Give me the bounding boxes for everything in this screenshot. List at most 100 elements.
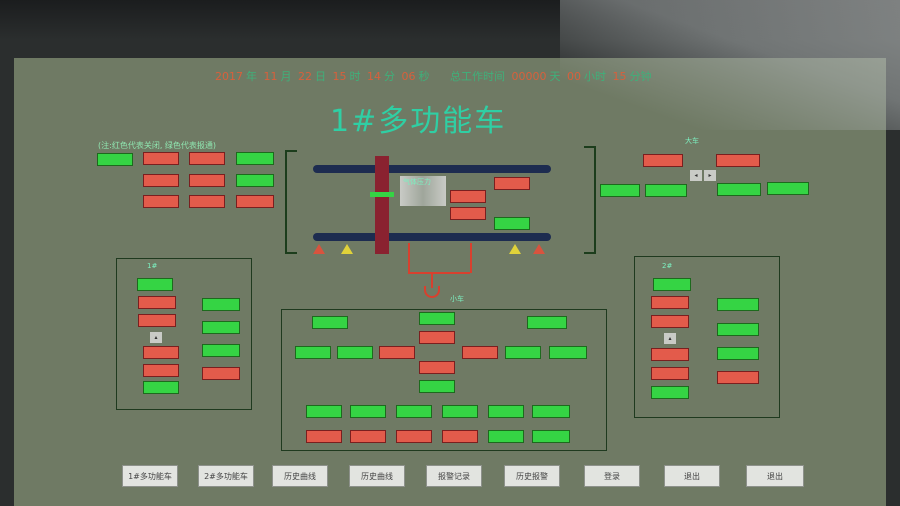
status-indicator xyxy=(450,207,486,220)
status-indicator xyxy=(202,367,240,380)
left-panel-label: 1# xyxy=(147,262,158,270)
status-indicator xyxy=(189,174,225,187)
status-indicator xyxy=(143,152,179,165)
arrow-icon: ▴ xyxy=(664,333,676,344)
status-indicator xyxy=(350,405,386,418)
status-indicator xyxy=(143,174,179,187)
status-indicator xyxy=(312,316,348,329)
bracket-right xyxy=(584,146,596,254)
hours-unit: 小时 xyxy=(584,70,606,83)
status-indicator xyxy=(236,195,274,208)
status-indicator xyxy=(442,430,478,443)
status-indicator xyxy=(532,405,570,418)
status-indicator xyxy=(202,344,240,357)
limit-triangle xyxy=(533,244,545,254)
status-indicator xyxy=(717,298,759,311)
glare-area xyxy=(560,0,900,130)
hook-cable xyxy=(408,243,472,273)
status-indicator xyxy=(488,430,524,443)
status-indicator xyxy=(189,195,225,208)
status-indicator xyxy=(767,182,809,195)
status-indicator xyxy=(143,364,179,377)
arrow-left-icon: ◂ xyxy=(690,170,702,181)
status-indicator xyxy=(651,296,689,309)
status-indicator xyxy=(651,348,689,361)
status-indicator xyxy=(717,371,759,384)
nav-history-curve-button[interactable]: 历史曲线 xyxy=(272,465,328,487)
crane-girder xyxy=(375,156,389,254)
dayche-label: 大车 xyxy=(685,137,699,145)
nav-car2-button[interactable]: 2#多功能车 xyxy=(198,465,254,487)
status-indicator xyxy=(653,278,691,291)
arrow-right-icon: ▸ xyxy=(704,170,716,181)
status-indicator xyxy=(143,195,179,208)
nav-history-curve2-button[interactable]: 历史曲线 xyxy=(349,465,405,487)
status-indicator xyxy=(645,184,687,197)
status-indicator xyxy=(549,346,587,359)
status-indicator xyxy=(396,430,432,443)
gas-pressure-label: 气体压力 xyxy=(403,178,431,186)
nav-exit-button[interactable]: 退出 xyxy=(746,465,804,487)
status-indicator xyxy=(488,405,524,418)
clock-day: 22 xyxy=(298,70,312,83)
clock-hour: 15 xyxy=(332,70,347,83)
month-unit: 月 xyxy=(280,70,292,83)
bracket-left xyxy=(285,150,297,254)
trolley-marker xyxy=(370,192,394,197)
nav-history-alarm-button[interactable]: 历史报警 xyxy=(504,465,560,487)
second-unit: 秒 xyxy=(418,70,430,83)
status-indicator xyxy=(138,314,176,327)
crane-rail-bottom xyxy=(313,233,551,241)
crane-rail-top xyxy=(313,165,551,173)
clock-minute: 14 xyxy=(367,70,381,83)
status-indicator xyxy=(494,177,530,190)
hook-icon xyxy=(424,286,440,298)
status-indicator xyxy=(419,361,455,374)
total-days: 00000 xyxy=(511,70,547,83)
status-indicator xyxy=(379,346,415,359)
status-indicator xyxy=(189,152,225,165)
status-indicator xyxy=(442,405,478,418)
page-title: 1#多功能车 xyxy=(330,104,507,139)
status-indicator xyxy=(717,183,761,196)
status-indicator xyxy=(295,346,331,359)
status-indicator xyxy=(306,405,342,418)
clock-month: 11 xyxy=(263,70,278,83)
hook-stem xyxy=(431,274,433,288)
hour-unit: 时 xyxy=(349,70,361,83)
status-indicator xyxy=(202,298,240,311)
status-indicator xyxy=(236,152,274,165)
day-unit: 日 xyxy=(315,70,326,83)
status-indicator xyxy=(532,430,570,443)
limit-triangle xyxy=(341,244,353,254)
status-indicator xyxy=(505,346,541,359)
status-indicator xyxy=(651,386,689,399)
legend-hint: (注:红色代表关闭, 绿色代表报通) xyxy=(98,141,217,150)
status-indicator xyxy=(450,190,486,203)
gas-pressure-gauge xyxy=(400,176,446,206)
nav-login-button[interactable]: 登录 xyxy=(584,465,640,487)
status-indicator xyxy=(306,430,342,443)
total-hours: 00 xyxy=(567,70,581,83)
clock-second: 06 xyxy=(401,70,416,83)
status-indicator xyxy=(716,154,760,167)
status-indicator xyxy=(137,278,173,291)
left-panel xyxy=(116,258,252,410)
status-indicator xyxy=(202,321,240,334)
status-indicator xyxy=(494,217,530,230)
status-indicator xyxy=(643,154,683,167)
status-indicator xyxy=(143,346,179,359)
status-indicator xyxy=(396,405,432,418)
status-indicator xyxy=(527,316,567,329)
status-indicator xyxy=(717,323,759,336)
nav-car1-button[interactable]: 1#多功能车 xyxy=(122,465,178,487)
status-indicator xyxy=(600,184,640,197)
status-indicator xyxy=(143,381,179,394)
status-indicator xyxy=(419,380,455,393)
nav-logout-button[interactable]: 退出 xyxy=(664,465,720,487)
nav-alarm-record-button[interactable]: 报警记录 xyxy=(426,465,482,487)
total-minutes: 15 xyxy=(612,70,627,83)
status-indicator xyxy=(236,174,274,187)
status-indicator xyxy=(462,346,498,359)
